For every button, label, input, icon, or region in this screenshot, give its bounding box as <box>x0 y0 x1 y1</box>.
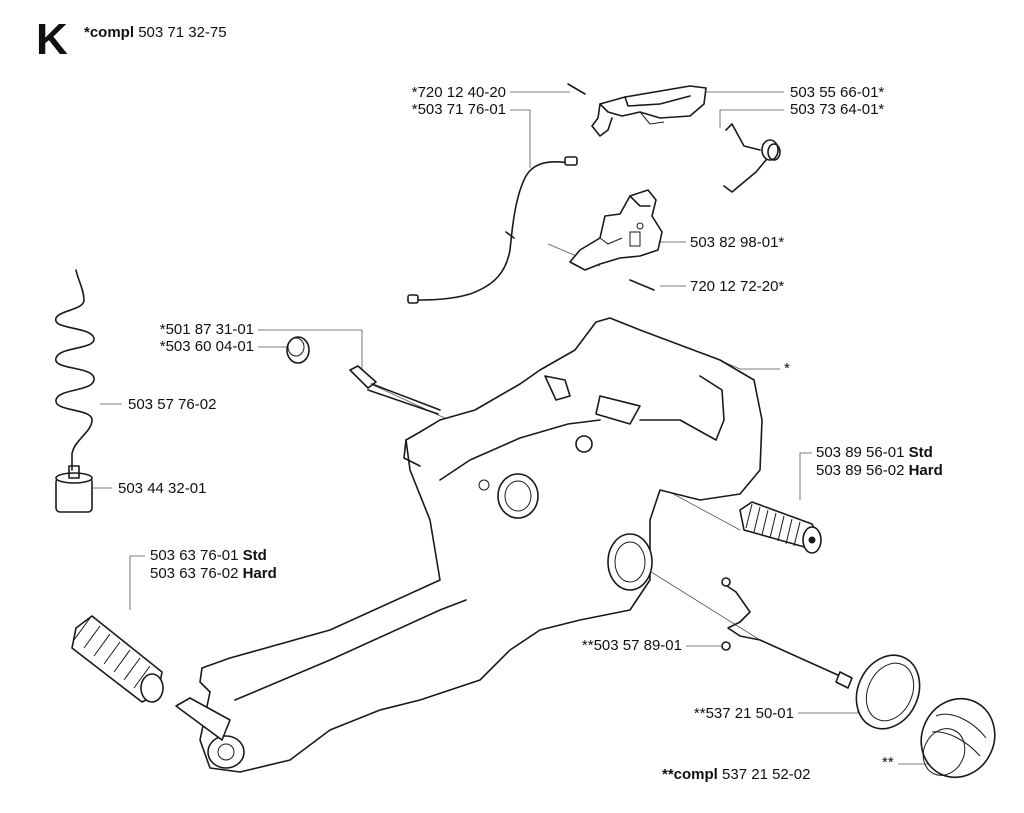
grommet-503-60-04-01 <box>286 336 310 364</box>
assembly-number: *compl 503 71 32-75 <box>84 24 227 41</box>
label-503-82-98-01: 503 82 98-01* <box>690 234 785 251</box>
label-503-57-76-02: 503 57 76-02 <box>128 396 217 413</box>
grade: Hard <box>908 462 943 479</box>
grade: Std <box>908 444 933 461</box>
label-503-89-56-01: 503 89 56-01 Std <box>816 444 933 461</box>
throttle-cable <box>407 156 578 304</box>
label-537-21-50-01: **537 21 50-01 <box>693 705 794 722</box>
label-720-12-72-20: 720 12 72-20* <box>690 278 785 295</box>
kit-number: **compl 537 21 52-02 <box>662 766 810 783</box>
spring-503-73-64-01 <box>723 123 781 193</box>
kit-prefix: **compl <box>662 766 718 783</box>
label-tank-star: * <box>784 360 790 377</box>
fuel-tank-handle <box>175 317 763 773</box>
gasket-537-21-50-01 <box>855 654 921 730</box>
label-503-60-04-01: *503 60 04-01 <box>159 338 254 355</box>
pin-720-12-40-20 <box>567 83 586 95</box>
label-cap-star: ** <box>882 754 894 771</box>
grade: Std <box>242 547 267 564</box>
av-spring-right <box>739 501 822 554</box>
throttle-lockout-lever <box>591 85 707 137</box>
label-503-63-76-01: 503 63 76-01 Std <box>150 547 267 564</box>
label-720-12-40-20: *720 12 40-20 <box>411 84 506 101</box>
label-503-89-56-02: 503 89 56-02 Hard <box>816 462 943 479</box>
section-letter: K <box>36 15 68 64</box>
kit-code: 537 21 52-02 <box>722 766 811 783</box>
label-501-87-31-01: *501 87 31-01 <box>159 321 254 338</box>
fuel-filter-503-44-32-01 <box>55 465 93 513</box>
grade: Hard <box>242 565 277 582</box>
pin-720-12-72-20 <box>629 279 655 291</box>
nipple-501-87-31-01 <box>349 365 441 415</box>
label-503-63-76-02: 503 63 76-02 Hard <box>150 565 277 582</box>
fuel-hose-503-57-76-02 <box>55 269 95 471</box>
part-number: 503 63 76-02 <box>150 565 239 582</box>
fuel-cap <box>920 697 996 779</box>
label-503-44-32-01: 503 44 32-01 <box>118 480 207 497</box>
assembly-code: 503 71 32-75 <box>138 24 227 41</box>
throttle-trigger <box>569 189 663 271</box>
part-number: 503 89 56-01 <box>816 444 905 461</box>
label-503-57-89-01: **503 57 89-01 <box>581 637 682 654</box>
av-spring-left <box>71 615 164 703</box>
oil-hose-503-57-89-01 <box>721 577 853 689</box>
label-503-55-66-01: 503 55 66-01* <box>790 84 885 101</box>
label-503-71-76-01: *503 71 76-01 <box>411 101 506 118</box>
part-number: 503 89 56-02 <box>816 462 905 479</box>
assembly-prefix: *compl <box>84 24 135 41</box>
part-number: 503 63 76-01 <box>150 547 239 564</box>
label-503-73-64-01: 503 73 64-01* <box>790 101 885 118</box>
